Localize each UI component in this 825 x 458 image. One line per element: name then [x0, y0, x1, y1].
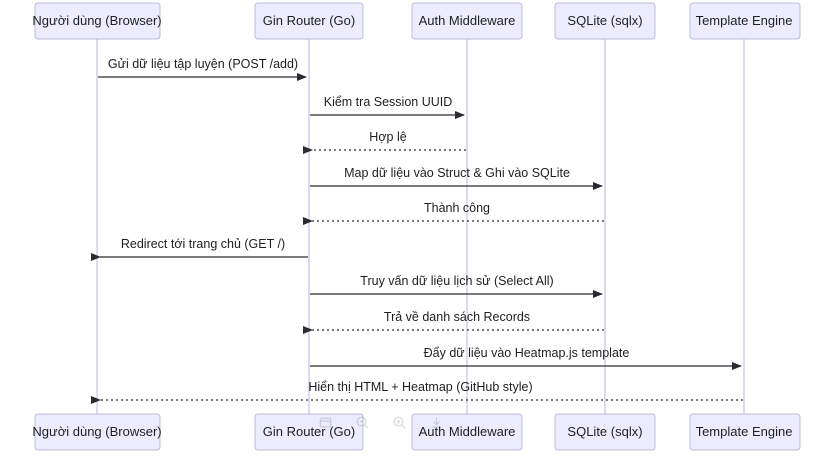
message-label-0: Gửi dữ liệu tập luyện (POST /add)	[108, 57, 298, 71]
actor-label-template-bottom: Template Engine	[696, 424, 793, 439]
actor-box-template-bottom[interactable]	[689, 413, 801, 451]
actor-label-gin-top: Gin Router (Go)	[263, 13, 355, 28]
actor-box-browser-bottom[interactable]	[34, 413, 161, 451]
message-label-2: Hợp lệ	[369, 130, 406, 144]
download-icon[interactable]	[429, 415, 444, 430]
actor-box-browser-top[interactable]	[34, 2, 161, 40]
message-label-1: Kiểm tra Session UUID	[324, 95, 453, 109]
actor-label-sqlite-top: SQLite (sqlx)	[567, 13, 642, 28]
actor-label-auth-bottom: Auth Middleware	[419, 424, 516, 439]
actor-label-browser-bottom: Người dùng (Browser)	[32, 424, 161, 439]
actor-box-gin-bottom[interactable]	[254, 413, 364, 451]
message-label-8: Đẩy dữ liệu vào Heatmap.js template	[424, 346, 630, 360]
zoom-in-icon[interactable]	[392, 415, 407, 430]
actor-label-gin-bottom: Gin Router (Go)	[263, 424, 355, 439]
actors-bottom-group: Người dùng (Browser) Gin Router (Go) Auth …	[32, 413, 801, 451]
actor-box-template-top[interactable]	[689, 2, 801, 40]
messages-group: Gửi dữ liệu tập luyện (POST /add) Kiểm tr…	[91, 57, 743, 404]
actor-box-gin-top[interactable]	[254, 2, 364, 40]
message-label-5: Redirect tới trang chủ (GET /)	[121, 237, 285, 251]
message-label-7: Trả về danh sách Records	[384, 310, 530, 324]
lifelines-group	[96, 39, 745, 414]
diagram-toolbar[interactable]	[318, 415, 444, 430]
reset-view-icon[interactable]	[318, 415, 333, 430]
actor-box-sqlite-top[interactable]	[554, 2, 656, 40]
actor-label-template-top: Template Engine	[696, 13, 793, 28]
actor-box-auth-top[interactable]	[411, 2, 523, 40]
actor-label-browser-top: Người dùng (Browser)	[32, 13, 161, 28]
message-label-4: Thành công	[424, 201, 490, 215]
message-label-6: Truy vấn dữ liệu lịch sử (Select All)	[360, 274, 553, 288]
actor-label-auth-top: Auth Middleware	[419, 13, 516, 28]
message-label-9: Hiển thị HTML + Heatmap (GitHub style)	[308, 380, 532, 394]
actor-label-sqlite-bottom: SQLite (sqlx)	[567, 424, 642, 439]
actor-box-auth-bottom[interactable]	[411, 413, 523, 451]
zoom-out-icon[interactable]	[355, 415, 370, 430]
actors-top-group: Người dùng (Browser) Gin Router (Go) Auth …	[32, 2, 801, 40]
canvas-bottom-edge	[0, 455, 825, 458]
message-label-3: Map dữ liệu vào Struct & Ghi vào SQLite	[344, 166, 570, 180]
actor-box-sqlite-bottom[interactable]	[554, 413, 656, 451]
